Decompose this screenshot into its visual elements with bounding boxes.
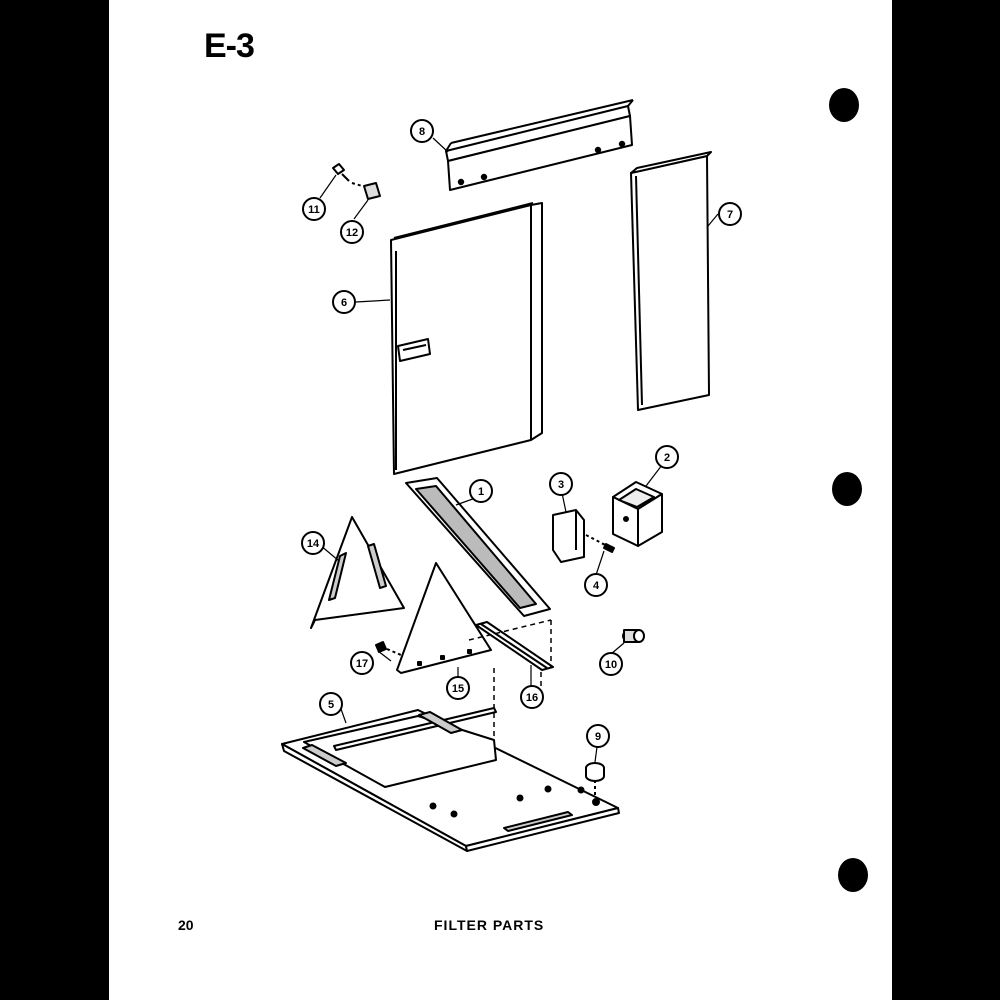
part-6-door-panel: [390, 202, 543, 475]
part-2-box: [612, 481, 663, 547]
punch-hole-middle: [832, 472, 862, 506]
punch-hole-bottom: [838, 858, 868, 892]
page-number: 20: [178, 917, 194, 933]
callout-label: 2: [664, 452, 670, 464]
callout-10: 10: [599, 652, 623, 676]
callout-label: 9: [595, 731, 601, 743]
part-17-screw: [375, 641, 402, 656]
part-11-latch-screw: [332, 163, 350, 182]
callout-16: 16: [520, 685, 544, 709]
part-16-filter-track: [475, 621, 554, 671]
callout-4: 4: [584, 573, 608, 597]
callout-label: 8: [419, 126, 425, 138]
callout-label: 17: [356, 658, 368, 670]
part-9-foot: [585, 762, 605, 795]
part-3-bracket: [552, 509, 585, 563]
callout-15: 15: [446, 676, 470, 700]
part-12-latch-clip: [363, 182, 381, 200]
exploded-parts-diagram: 1 2 3 4 5 6 7 8 9 10 11 12 14 15 16 17: [281, 99, 742, 852]
callout-label: 6: [341, 297, 347, 309]
callout-label: 1: [478, 486, 484, 498]
callout-2: 2: [655, 445, 679, 469]
callout-9: 9: [586, 724, 610, 748]
part-7-side-panel: [630, 151, 712, 411]
callout-label: 14: [307, 538, 320, 550]
callout-label: 4: [593, 580, 600, 592]
part-10-fitting: [622, 629, 645, 643]
callout-label: 5: [328, 699, 334, 711]
callout-3: 3: [549, 472, 573, 496]
callout-12: 12: [340, 220, 364, 244]
callout-1: 1: [469, 479, 493, 503]
callout-label: 3: [558, 479, 564, 491]
callout-7: 7: [718, 202, 742, 226]
callout-label: 15: [452, 683, 464, 695]
callout-11: 11: [302, 197, 326, 221]
sheet-title: E-3: [204, 27, 255, 65]
callout-8: 8: [410, 119, 434, 143]
callout-label: 16: [526, 692, 538, 704]
callout-label: 11: [308, 204, 320, 216]
part-5-base-pan: [281, 707, 620, 852]
part-15-center-baffle: [396, 562, 492, 674]
callout-5: 5: [319, 692, 343, 716]
part-8-top-rail: [445, 99, 634, 191]
callout-17: 17: [350, 651, 374, 675]
callout-label: 7: [727, 209, 733, 221]
parts-sheet: E-3: [106, 0, 892, 1000]
punch-hole-top: [829, 88, 859, 122]
callout-14: 14: [301, 531, 325, 555]
callout-label: 12: [346, 227, 358, 239]
page-caption: FILTER PARTS: [434, 917, 545, 933]
callout-label: 10: [605, 659, 617, 671]
part-1-filter: [405, 477, 551, 617]
part-14-left-baffle: [310, 516, 405, 629]
callout-6: 6: [332, 290, 356, 314]
part-4-screw: [585, 534, 615, 553]
